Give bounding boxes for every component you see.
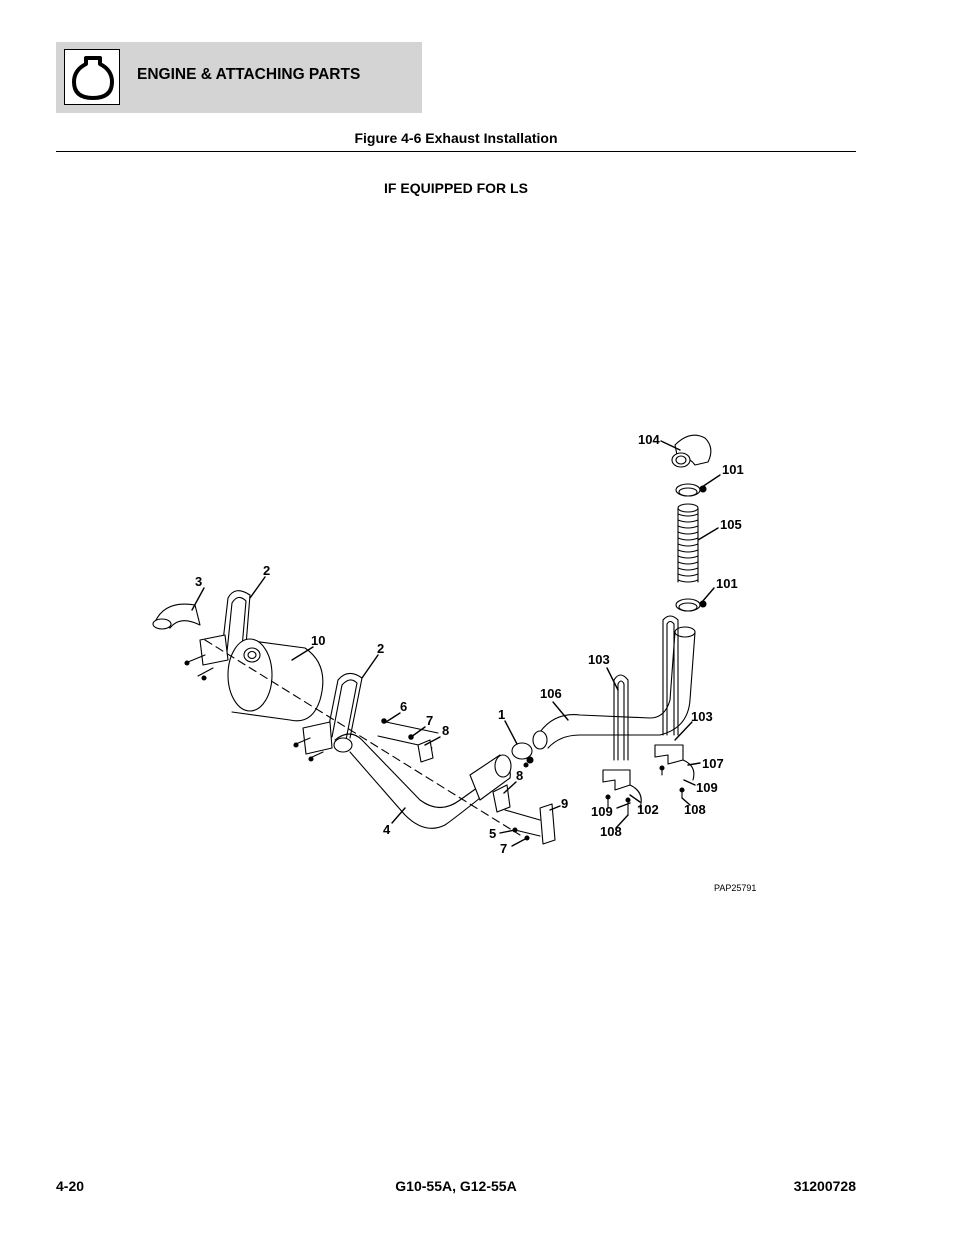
flex-hose bbox=[677, 503, 699, 583]
callout-103-left: 103 bbox=[588, 652, 610, 667]
callout-8-upper: 8 bbox=[442, 723, 449, 738]
callout-108-left: 108 bbox=[600, 824, 622, 839]
page-number: 4-20 bbox=[56, 1178, 85, 1194]
callout-109-left: 109 bbox=[591, 804, 613, 819]
callout-107: 107 bbox=[702, 756, 724, 771]
callout-109-right: 109 bbox=[696, 780, 718, 795]
callout-3: 3 bbox=[195, 574, 202, 589]
callout-7-lower: 7 bbox=[500, 841, 507, 856]
callout-105: 105 bbox=[720, 517, 742, 532]
figure-caption: Figure 4-6 Exhaust Installation bbox=[354, 130, 558, 146]
callout-101-lower: 101 bbox=[716, 576, 738, 591]
callout-5: 5 bbox=[489, 826, 496, 841]
engine-icon bbox=[64, 49, 120, 105]
exhaust-pipe bbox=[333, 733, 512, 829]
muffler bbox=[227, 638, 324, 722]
figure-subheading: IF EQUIPPED FOR LS bbox=[384, 180, 528, 196]
mounting-bracket bbox=[492, 784, 556, 845]
pipe-clamp bbox=[511, 742, 534, 768]
section-title: ENGINE & ATTACHING PARTS bbox=[137, 66, 361, 83]
bolts-upper bbox=[377, 718, 439, 763]
u-bolt-lower bbox=[293, 672, 363, 762]
hose-clamps bbox=[675, 483, 707, 612]
document-number: 31200728 bbox=[793, 1178, 856, 1194]
elbow-cap bbox=[671, 434, 712, 468]
callout-2-upper: 2 bbox=[263, 563, 270, 578]
header-divider bbox=[56, 151, 856, 152]
callout-10: 10 bbox=[311, 633, 325, 648]
callout-6: 6 bbox=[400, 699, 407, 714]
callout-2-lower: 2 bbox=[377, 641, 384, 656]
callout-101-upper: 101 bbox=[722, 462, 744, 477]
leader-lines bbox=[191, 440, 721, 847]
callout-102: 102 bbox=[637, 802, 659, 817]
u-bolts-stack bbox=[613, 615, 679, 761]
drawing-number: PAP25791 bbox=[714, 883, 756, 893]
tail-pipe bbox=[152, 603, 201, 630]
callout-9: 9 bbox=[561, 796, 568, 811]
callout-103-right: 103 bbox=[691, 709, 713, 724]
callout-106: 106 bbox=[540, 686, 562, 701]
model-numbers: G10-55A, G12-55A bbox=[395, 1178, 517, 1194]
callout-4: 4 bbox=[383, 822, 391, 837]
stack-brackets bbox=[602, 744, 695, 816]
callout-108-right: 108 bbox=[684, 802, 706, 817]
callout-1: 1 bbox=[498, 707, 505, 722]
callout-104: 104 bbox=[638, 432, 660, 447]
callout-8-lower: 8 bbox=[516, 768, 523, 783]
u-bolt-upper bbox=[184, 590, 251, 681]
callout-7-upper: 7 bbox=[426, 713, 433, 728]
callout-labels: 3 2 10 2 6 7 8 4 1 8 9 5 7 106 103 103 1… bbox=[195, 432, 756, 893]
